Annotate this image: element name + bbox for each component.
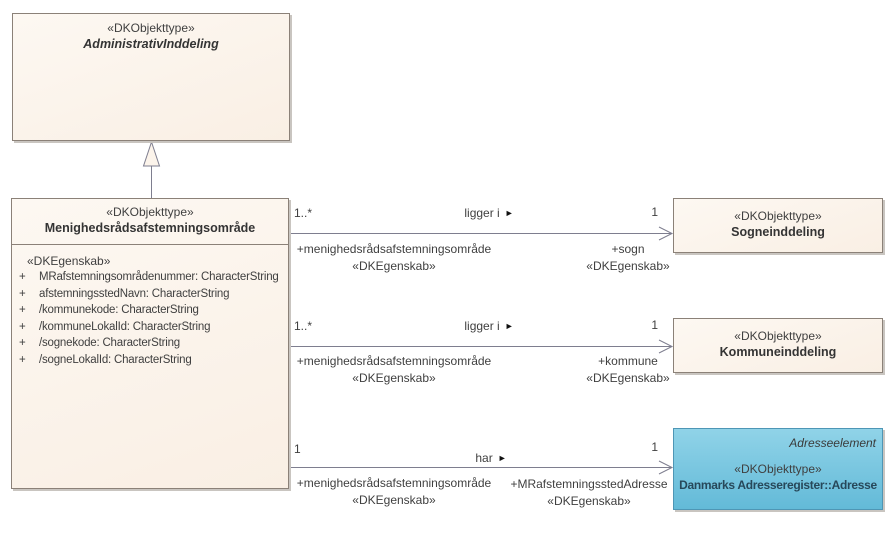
target-role-stereotype: «DKEgenskab» <box>586 371 670 385</box>
target-role: +sogn «DKEgenskab» <box>583 241 673 275</box>
direction-arrow-icon: ► <box>497 453 507 463</box>
class-stereotype: «DKObjekttype» <box>107 21 195 35</box>
visibility: + <box>19 287 26 300</box>
class-menighedsraadsafstemningsomraade[interactable]: «DKObjekttype» Menighedsrådsafstemningso… <box>11 198 289 489</box>
direction-arrow-icon: ► <box>504 321 514 331</box>
target-role-stereotype: «DKEgenskab» <box>586 259 670 273</box>
target-role: +MRafstemningsstedAdresse «DKEgenskab» <box>505 476 673 510</box>
source-role-name: +menighedsrådsafstemningsområde <box>296 476 492 490</box>
source-role-name: +menighedsrådsafstemningsområde <box>296 242 492 256</box>
visibility: + <box>19 337 26 349</box>
class-stereotype: «DKObjekttype» <box>734 329 822 343</box>
attribute-row: + /kommuneLokalId: CharacterString <box>19 319 285 336</box>
attribute-row: + /sognekode: CharacterString <box>19 335 285 352</box>
association-sogn-connector <box>290 226 674 241</box>
association-name-text: ligger i <box>464 319 500 333</box>
attribute-text: /kommuneLokalId: CharacterString <box>39 320 211 333</box>
target-role-stereotype: «DKEgenskab» <box>547 494 631 508</box>
visibility: + <box>19 353 26 366</box>
direction-arrow-icon: ► <box>504 208 514 218</box>
class-tagline: Adresseelement <box>789 436 876 450</box>
attribute-row: + /sogneLokalId: CharacterString <box>19 352 285 369</box>
visibility: + <box>19 271 26 283</box>
target-role: +kommune «DKEgenskab» <box>583 353 673 387</box>
attribute-text: afstemningsstedNavn: CharacterString <box>39 287 230 300</box>
class-stereotype: «DKObjekttype» <box>106 205 194 219</box>
visibility: + <box>19 304 26 316</box>
attribute-text: MRafstemningsområdenummer: CharacterStri… <box>39 271 279 283</box>
class-name: AdministrativInddeling <box>83 37 219 51</box>
attribute-stereotype: «DKEgenskab» <box>27 254 111 268</box>
source-role-stereotype: «DKEgenskab» <box>352 493 436 507</box>
source-role: +menighedsrådsafstemningsområde «DKEgens… <box>291 241 497 275</box>
target-role-name: +kommune <box>598 354 658 368</box>
attribute-row: + MRafstemningsområdenummer: CharacterSt… <box>19 269 285 286</box>
class-name: Danmarks Adresseregister::Adresse <box>679 478 877 492</box>
target-multiplicity: 1 <box>651 318 658 332</box>
attribute-text: /sognekode: CharacterString <box>39 337 180 349</box>
generalization-connector <box>142 140 161 198</box>
class-kommuneinddeling[interactable]: «DKObjekttype» Kommuneinddeling <box>673 318 883 373</box>
visibility: + <box>19 320 26 333</box>
association-name: ligger i ► <box>428 318 550 335</box>
attribute-text: /sogneLokalId: CharacterString <box>39 353 192 366</box>
source-role-stereotype: «DKEgenskab» <box>352 371 436 385</box>
source-role: +menighedsrådsafstemningsområde «DKEgens… <box>291 353 497 387</box>
class-stereotype: «DKObjekttype» <box>734 209 822 223</box>
attribute-row: + /kommunekode: CharacterString <box>19 302 285 319</box>
class-name: Menighedsrådsafstemningsområde <box>44 221 256 235</box>
attribute-text: /kommunekode: CharacterString <box>39 304 199 316</box>
association-kommune-connector <box>289 339 674 354</box>
association-name: har ► <box>430 450 552 467</box>
class-sogneinddeling[interactable]: «DKObjekttype» Sogneinddeling <box>673 198 883 253</box>
association-name-text: ligger i <box>464 206 500 220</box>
target-multiplicity: 1 <box>651 440 658 454</box>
target-multiplicity: 1 <box>651 205 658 219</box>
class-administrativinddeling[interactable]: «DKObjekttype» AdministrativInddeling <box>12 13 290 141</box>
class-stereotype: «DKObjekttype» <box>734 462 822 476</box>
class-header: «DKObjekttype» Menighedsrådsafstemningso… <box>12 199 288 245</box>
source-role: +menighedsrådsafstemningsområde «DKEgens… <box>291 475 497 509</box>
source-multiplicity: 1 <box>294 442 301 456</box>
attribute-row: + afstemningsstedNavn: CharacterString <box>19 286 285 303</box>
attribute-compartment: «DKEgenskab» + MRafstemningsområdenummer… <box>12 245 288 368</box>
target-role-name: +MRafstemningsstedAdresse <box>510 477 668 491</box>
source-multiplicity: 1..* <box>294 319 313 333</box>
target-role-name: +sogn <box>611 242 645 256</box>
class-adresse[interactable]: Adresseelement «DKObjekttype» Danmarks A… <box>673 428 883 510</box>
class-name: Kommuneinddeling <box>719 345 837 359</box>
class-name: Sogneinddeling <box>731 225 825 239</box>
association-name: ligger i ► <box>428 205 550 222</box>
source-role-stereotype: «DKEgenskab» <box>352 259 436 273</box>
source-role-name: +menighedsrådsafstemningsområde <box>296 354 492 368</box>
association-name-text: har <box>475 451 493 465</box>
association-adresse-connector <box>289 460 674 475</box>
source-multiplicity: 1..* <box>294 206 313 220</box>
